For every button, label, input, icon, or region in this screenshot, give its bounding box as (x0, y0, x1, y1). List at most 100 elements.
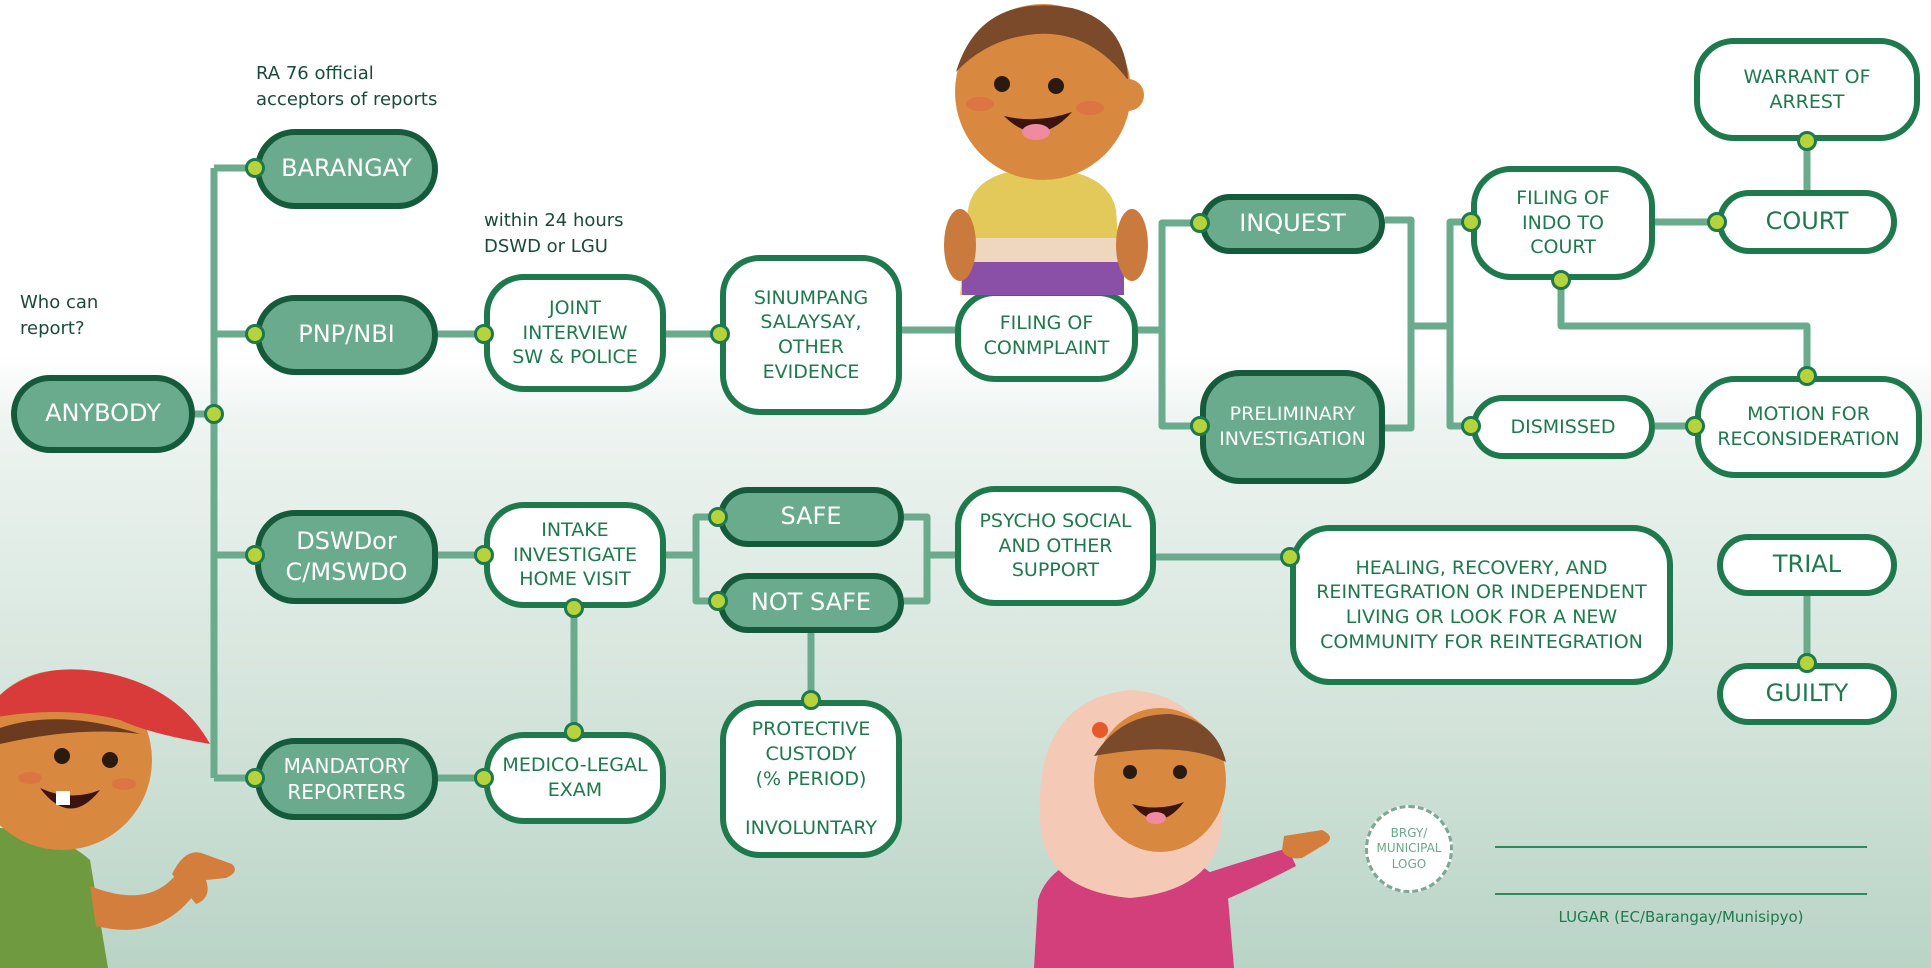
node-text-line: (% PERIOD) (755, 767, 867, 790)
node-text-line: SW & POLICE (512, 346, 638, 369)
connector-inquest-merge (1385, 216, 1415, 432)
node-pnp-nbi: PNP/NBI (255, 295, 438, 375)
node-text-line: TRIAL (1772, 550, 1842, 579)
node-text-line: INVESTIGATE (513, 543, 637, 566)
node-text-line: INTERVIEW (522, 321, 628, 344)
girl-character-bottom (1034, 690, 1330, 968)
connector-dot (1797, 366, 1817, 386)
connector-dot (564, 598, 584, 618)
boy-character-top (944, 4, 1148, 295)
connector-merge-split (1411, 218, 1471, 430)
node-text-line: SUPPORT (1011, 559, 1100, 582)
connector-dot (1461, 212, 1481, 232)
connector-safe-psycho (904, 513, 955, 605)
node-text-line: COURT (1765, 207, 1849, 236)
node-trial: TRIAL (1717, 534, 1897, 596)
node-text-line: MEDICO-LEGAL (502, 754, 648, 777)
node-dismissed: DISMISSED (1471, 395, 1655, 459)
node-text-line: INQUEST (1239, 209, 1346, 238)
connector-dot (710, 324, 730, 344)
node-text-line: GUILTY (1765, 679, 1849, 708)
connector-dot (1551, 270, 1571, 290)
connector-filing-split (1138, 219, 1200, 430)
node-text-line: COURT (1530, 236, 1596, 259)
node-text-line: RECONSIDERATION (1717, 428, 1900, 450)
connector-dot (1797, 653, 1817, 673)
node-safe: SAFE (718, 487, 904, 547)
node-text-line: JOINT (549, 296, 601, 319)
connector-dot (801, 690, 821, 710)
node-inquest: INQUEST (1200, 194, 1385, 254)
node-text-line: COMMUNITY FOR REINTEGRATION (1320, 630, 1643, 653)
node-text-line: AND OTHER (998, 534, 1113, 557)
node-text-line: ARREST (1769, 90, 1845, 113)
node-text-line: HEALING, RECOVERY, AND (1355, 556, 1608, 579)
connector-dot (474, 324, 494, 344)
ra76-label: RA 76 official acceptors of reports (256, 63, 438, 111)
connector-dot (1190, 416, 1210, 436)
node-text-line (745, 791, 877, 816)
node-text-line: REPORTERS (287, 780, 406, 804)
connector-dot (245, 545, 265, 565)
connector-dot (245, 158, 265, 178)
node-text-line: MOTION FOR (1747, 403, 1870, 426)
node-text-line: OTHER (777, 336, 845, 358)
connector-dot (708, 591, 728, 611)
node-text-line: MANDATORY (283, 754, 410, 778)
node-text-line: PSYCHO SOCIAL (979, 509, 1132, 532)
connector-indo-motion (1557, 280, 1811, 376)
municipal-logo-placeholder: BRGY/ MUNICIPAL LOGO (1365, 805, 1453, 893)
node-text-line: REINTEGRATION OR INDEPENDENT (1316, 581, 1647, 604)
node-text-line: SAFE (780, 502, 842, 531)
node-barangay: BARANGAY (255, 129, 438, 209)
connector-dot (564, 722, 584, 742)
node-text-line: PROTECTIVE (751, 718, 871, 741)
within-24-hours-label: within 24 hours DSWD or LGU (484, 210, 624, 258)
who-can-report-label: Who can report? (20, 292, 99, 340)
node-anybody: ANYBODY (11, 375, 195, 453)
connector-dot (245, 324, 265, 344)
node-text-line: EXAM (547, 779, 603, 801)
node-text-line: INVESTIGATION (1219, 428, 1366, 450)
signature-line (1495, 846, 1867, 848)
connector-dot (1461, 416, 1481, 436)
boy-character-left (0, 669, 235, 968)
node-text-line: DISMISSED (1510, 415, 1616, 438)
connector-dot (1685, 416, 1705, 436)
signature-line (1495, 893, 1867, 895)
node-text-line: HOME VISIT (519, 568, 631, 591)
node-text-line: ANYBODY (45, 399, 161, 428)
node-court: COURT (1717, 190, 1897, 254)
node-text-line: INVOLUNTARY (745, 817, 877, 840)
node-text-line: INDO TO (1521, 211, 1604, 234)
connector-dot (474, 545, 494, 565)
node-text-line: FILING OF (999, 312, 1094, 335)
node-text-line: LIVING OR LOOK FOR A NEW (1345, 606, 1618, 628)
node-text-line: DSWDor (296, 526, 397, 555)
node-text-line: SALAYSAY, (760, 311, 862, 334)
connector-dot (245, 768, 265, 788)
connector-dot (204, 404, 224, 424)
connector-dot (1797, 131, 1817, 151)
node-text-line: WARRANT OF (1743, 65, 1871, 88)
connector-dot (708, 507, 728, 527)
connector-dot (474, 768, 494, 788)
node-text-line: CONMPLAINT (983, 337, 1110, 359)
lugar-label: LUGAR (EC/Barangay/Munisipyo) (1558, 908, 1804, 926)
node-text-line: CUSTODY (765, 742, 857, 765)
node-text-line: NOT SAFE (750, 588, 872, 617)
connector-dot (1190, 213, 1210, 233)
node-text-line: INTAKE (541, 518, 609, 541)
